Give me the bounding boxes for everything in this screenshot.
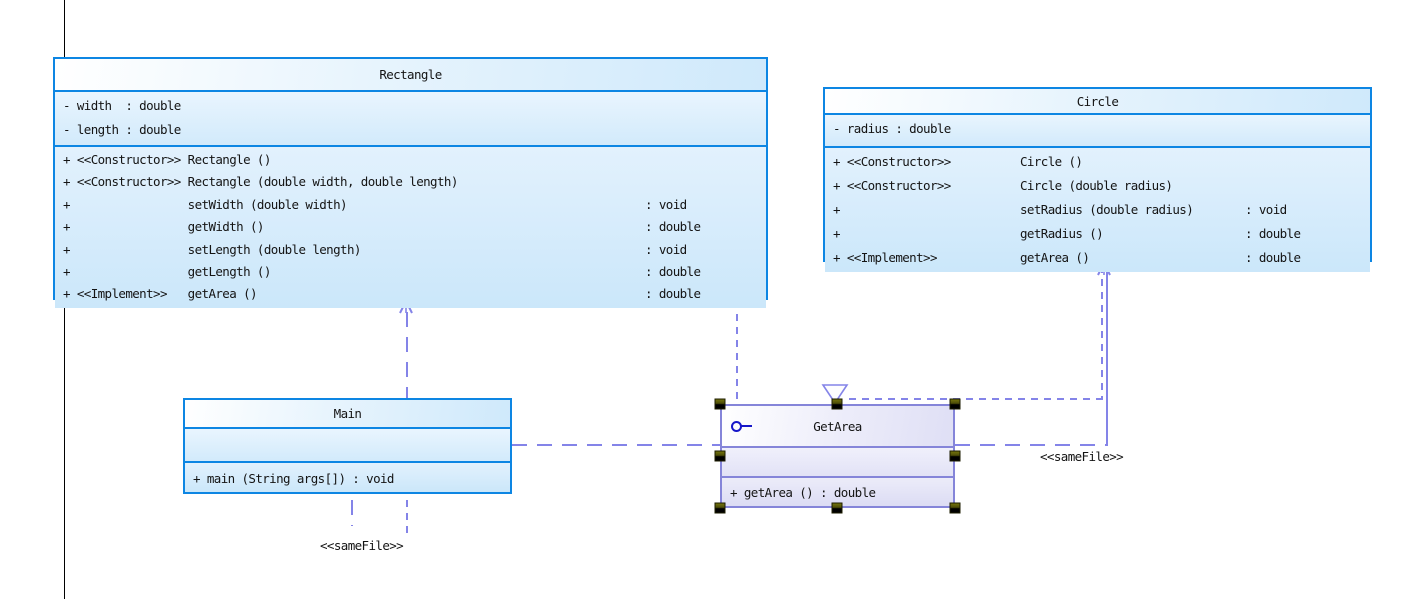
selection-handle-bottom-right[interactable] bbox=[949, 502, 961, 514]
class-title-rectangle: Rectangle bbox=[55, 59, 766, 92]
interface-title-getarea: GetArea bbox=[722, 406, 953, 448]
method-row: + setRadius (double radius): void bbox=[833, 202, 1287, 217]
realization-triangle-arrowhead-icon bbox=[821, 384, 849, 404]
method-row: + <<Constructor>> Rectangle (double widt… bbox=[63, 174, 458, 190]
label-anchor-line-right[interactable] bbox=[406, 500, 408, 537]
method-row: + setLength (double length): void bbox=[63, 241, 687, 257]
methods-compartment: + <<Constructor>> Circle () + <<Construc… bbox=[825, 148, 1370, 272]
realization-edge-rectangle-to-getarea[interactable] bbox=[736, 301, 738, 404]
method-row: + <<Implement>> getArea (): double bbox=[63, 286, 701, 302]
class-title-circle: Circle bbox=[825, 89, 1370, 115]
class-title-main: Main bbox=[185, 400, 510, 429]
method-row: + getRadius (): double bbox=[833, 226, 1301, 241]
method-row: + <<Implement>> getArea (): double bbox=[833, 250, 1301, 265]
method-row: + <<Constructor>> Circle () bbox=[833, 154, 1083, 169]
samefile-label-circle[interactable]: <<sameFile>> bbox=[1040, 449, 1124, 464]
samefile-label-main[interactable]: <<sameFile>> bbox=[320, 538, 404, 553]
attributes-compartment-empty bbox=[185, 429, 510, 463]
class-shape-rectangle[interactable]: Rectangle - width : double - length : do… bbox=[53, 57, 768, 308]
attributes-compartment: - width : double - length : double bbox=[55, 92, 766, 147]
method-row: + getWidth (): double bbox=[63, 219, 701, 235]
method-row: + main (String args[]) : void bbox=[193, 471, 394, 486]
selection-handle-top-right[interactable] bbox=[949, 398, 961, 410]
selection-handle-mid-right[interactable] bbox=[949, 450, 961, 462]
selection-handle-top-left[interactable] bbox=[714, 398, 726, 410]
attributes-compartment: - radius : double bbox=[825, 115, 1370, 148]
method-row: + <<Constructor>> Rectangle () bbox=[63, 152, 271, 167]
selection-handle-mid-left[interactable] bbox=[714, 450, 726, 462]
dependency-edge-main-to-rectangle[interactable] bbox=[406, 312, 408, 398]
interface-shape-getarea[interactable]: GetArea + getArea () : double bbox=[720, 404, 955, 508]
methods-compartment: + getArea () : double bbox=[722, 478, 953, 506]
selection-handle-bottom-center[interactable] bbox=[831, 502, 843, 514]
methods-compartment: + <<Constructor>> Rectangle () + <<Const… bbox=[55, 147, 766, 308]
realization-edge-circle-to-getarea-vertical[interactable] bbox=[1101, 266, 1103, 399]
methods-compartment: + main (String args[]) : void bbox=[185, 463, 510, 492]
attribute-row: - radius : double bbox=[833, 121, 951, 136]
attribute-row: - width : double bbox=[63, 98, 181, 113]
attributes-compartment-empty bbox=[722, 448, 953, 478]
method-row: + getArea () : double bbox=[730, 485, 876, 500]
interface-lollipop-icon bbox=[731, 421, 753, 432]
realization-edge-circle-to-getarea-horizontal[interactable] bbox=[849, 398, 1103, 400]
dependency-edge-getarea-to-circle-vertical[interactable] bbox=[1106, 270, 1108, 446]
attribute-row: - length : double bbox=[63, 122, 181, 137]
selection-handle-top-center[interactable] bbox=[831, 398, 843, 410]
method-row: + getLength (): double bbox=[63, 264, 701, 280]
class-shape-main[interactable]: Main + main (String args[]) : void bbox=[183, 398, 512, 494]
method-row: + setWidth (double width): void bbox=[63, 196, 687, 212]
label-anchor-line-left[interactable] bbox=[351, 500, 353, 526]
dependency-edge-getarea-to-circle-horizontal[interactable] bbox=[955, 444, 1108, 446]
method-row: + <<Constructor>> Circle (double radius) bbox=[833, 178, 1173, 193]
class-shape-circle[interactable]: Circle - radius : double + <<Constructor… bbox=[823, 87, 1372, 272]
selection-handle-bottom-left[interactable] bbox=[714, 502, 726, 514]
dependency-edge-main-to-getarea[interactable] bbox=[512, 444, 720, 446]
